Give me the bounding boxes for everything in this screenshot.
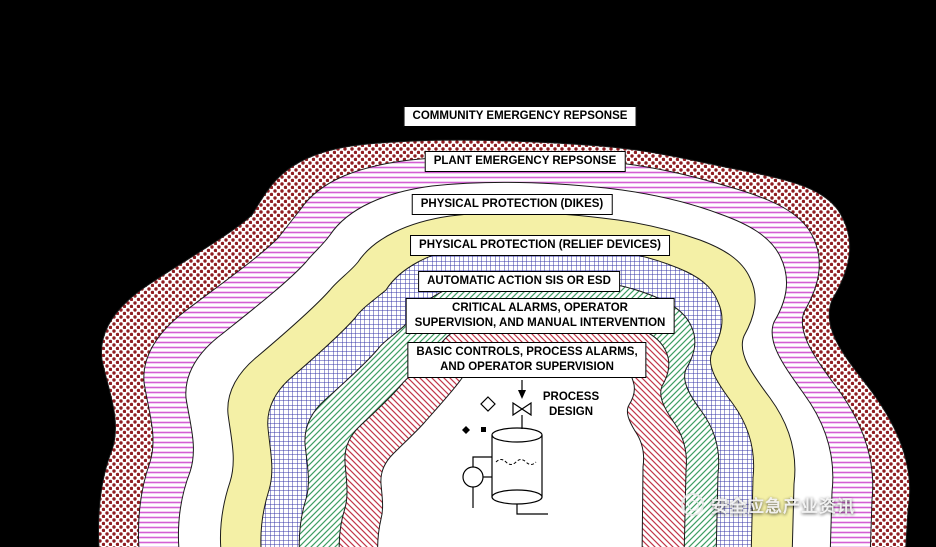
label-automatic-action-sis-esd: AUTOMATIC ACTION SIS OR ESD: [418, 271, 620, 292]
label-plant-emergency-response: PLANT EMERGENCY REPSONSE: [424, 151, 626, 172]
label-critical-alarms-line2: SUPERVISION, AND MANUAL INTERVENTION: [414, 316, 666, 329]
watermark-text: 安全应急产业资讯: [711, 497, 855, 516]
label-process-design-line2: DESIGN: [548, 405, 594, 418]
label-physical-protection-dikes: PHYSICAL PROTECTION (DIKES): [411, 194, 613, 215]
label-basic-controls-line2: AND OPERATOR SUPERVISION: [440, 360, 614, 373]
watermark: 安全应急产业资讯: [681, 492, 855, 517]
watermark-logo-icon: [681, 493, 704, 516]
label-critical-alarms: CRITICAL ALARMS, OPERATOR SUPERVISION, A…: [405, 298, 675, 334]
process-equipment-sketch: [462, 380, 548, 515]
label-process-design: PROCESS DESIGN: [543, 390, 599, 420]
label-critical-alarms-line1: CRITICAL ALARMS, OPERATOR: [452, 302, 628, 314]
label-process-design-line1: PROCESS: [542, 391, 600, 403]
label-basic-controls: BASIC CONTROLS, PROCESS ALARMS, AND OPER…: [407, 342, 647, 378]
label-community-emergency-response: COMMUNITY EMERGENCY REPSONSE: [403, 106, 637, 127]
label-physical-protection-relief-devices: PHYSICAL PROTECTION (RELIEF DEVICES): [410, 235, 670, 256]
label-basic-controls-line1: BASIC CONTROLS, PROCESS ALARMS,: [416, 346, 638, 358]
